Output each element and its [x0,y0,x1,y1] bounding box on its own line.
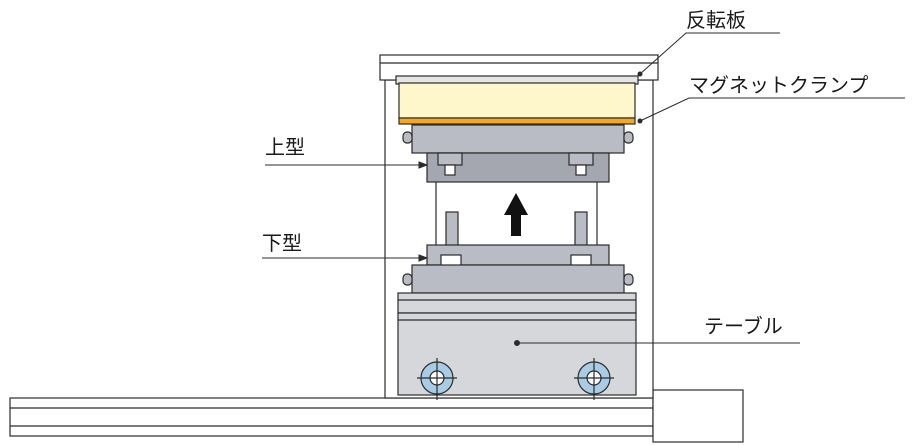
caster-wheel-icon [574,358,614,400]
magnet-clamp [398,82,636,125]
caster-wheel-icon [417,358,457,400]
leader-magnet-clamp [639,97,905,122]
label-lower-die: 下型 [262,231,302,255]
label-reversing-plate: 反転板 [686,8,746,32]
up-arrow-icon [504,193,528,236]
label-magnet-clamp: マグネットクランプ [689,73,869,97]
upper-die [402,124,634,183]
label-upper-die: 上型 [265,135,305,159]
label-table: テーブル [704,314,783,338]
conveyor-rail [9,389,744,443]
leader-reversing-plate [639,32,780,75]
guide-posts [435,182,598,255]
lower-die [402,244,634,294]
